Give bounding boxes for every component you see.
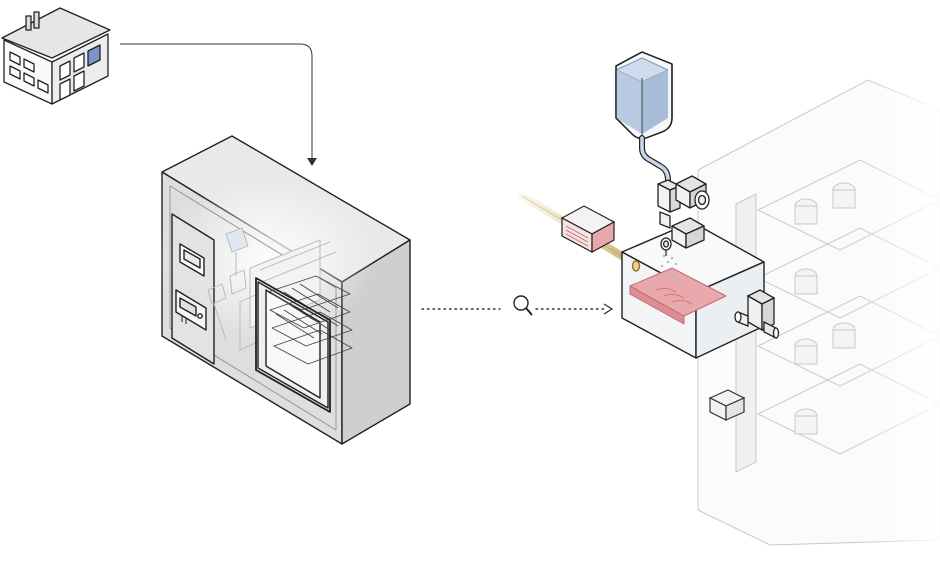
magnifier-icon[interactable] (513, 295, 533, 316)
building-icon (1, 7, 111, 105)
switch-box-icon (708, 389, 746, 421)
incubator-cabinet (155, 135, 411, 445)
sample-chamber (621, 221, 765, 359)
outlet-valve-icon (734, 289, 780, 340)
zoom-connector (421, 303, 614, 315)
filter-cartridge-icon (560, 205, 616, 254)
reservoir-icon (615, 51, 673, 140)
pump-valve-icon (657, 175, 710, 256)
arrowhead (307, 158, 317, 166)
connector-arrow (120, 43, 313, 160)
